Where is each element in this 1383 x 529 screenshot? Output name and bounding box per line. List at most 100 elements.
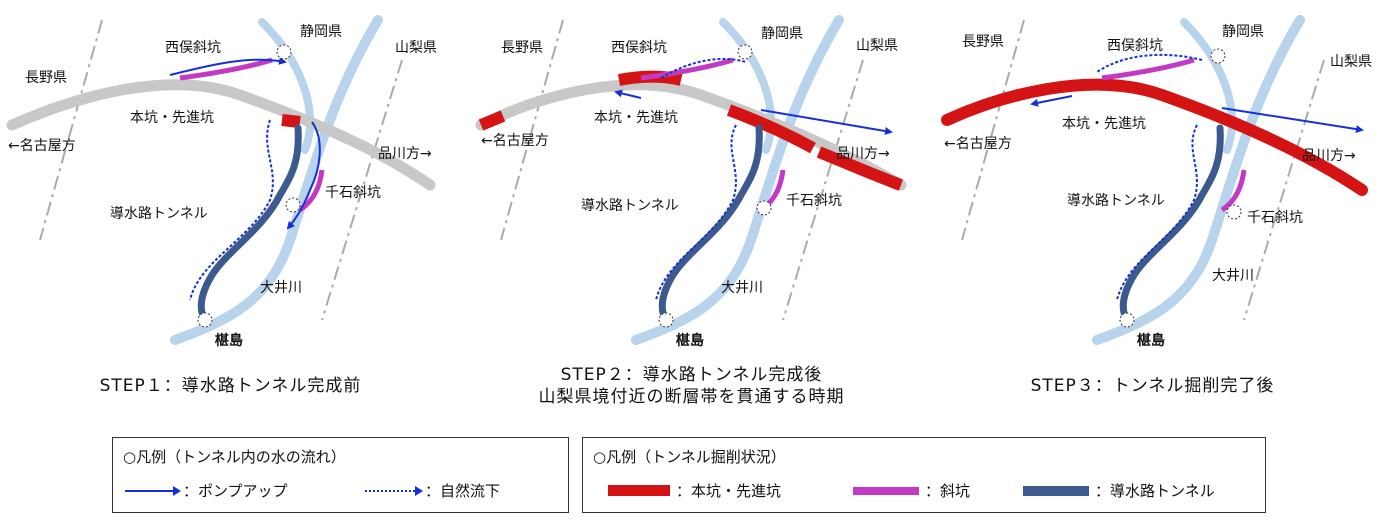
legend-conduit-label: ：導水路トンネル [1095,482,1215,500]
label-shizuoka: 静岡県 [1222,24,1264,40]
oi-river [170,15,383,345]
label-nishimata: 西俣斜坑 [165,40,221,56]
step3-diagram: 長野県 西俣斜坑 静岡県 山梨県 ←名古屋方 本坑・先進坑 品川方→ 千石斜坑 … [941,15,1372,349]
boundary-nagano-shizuoka [39,19,103,241]
step3-caption-line: STEP３：トンネル掘削完了後 [1030,376,1275,396]
label-honko: 本坑・先進坑 [130,110,214,126]
natural-flow-2 [1116,124,1198,301]
boundary-shizuoka-yamanashi [1243,59,1325,321]
label-sawara: 椹島 [214,332,243,349]
step2-diagram: 長野県 西俣斜坑 静岡県 山梨県 ←名古屋方 本坑・先進坑 品川方→ 千石斜坑 … [475,15,907,349]
senmai-shaft [298,169,325,213]
label-nishimata: 西俣斜坑 [611,40,667,56]
conduit-tunnel [658,124,763,324]
legend-natural-label: ：自然流下 [425,482,501,500]
label-nagoya: ←名古屋方 [944,136,1012,152]
legend-flow-title: ○凡例（トンネル内の水の流れ） [123,448,346,466]
label-oi: 大井川 [260,280,302,296]
natural-flow-2 [655,124,737,301]
step1-diagram: 長野県 西俣斜坑 静岡県 山梨県 ←名古屋方 本坑・先進坑 品川方→ 千石斜坑 … [6,15,437,349]
boundary-nagano-shizuoka [961,19,1025,241]
natural-flow-1 [660,57,747,79]
step1-caption: STEP１：導水路トンネル完成前 [0,375,461,397]
main-tunnel-excavated [941,78,1368,196]
pump-flow-1 [1221,107,1364,134]
label-nagano: 長野県 [501,40,543,56]
shaft-entrance-1 [1210,48,1226,64]
label-nagoya: ←名古屋方 [481,133,549,149]
natural-flow-arrow-icon [365,485,423,496]
shaft-entrance-2 [756,200,772,216]
label-nagoya: ←名古屋方 [8,138,76,154]
sawara-point [1119,312,1135,328]
main-tunnel-swatch [608,485,670,496]
main-tunnel-excavated-far-east [816,146,903,191]
label-honko: 本坑・先進坑 [1062,116,1146,132]
pump-flow-1 [760,109,893,135]
legend-inclined-item: ：斜坑 [853,480,970,501]
legend-main-item: ：本坑・先進坑 [608,480,781,501]
natural-flow-1 [1096,53,1203,73]
legend-main-label: ：本坑・先進坑 [676,482,782,500]
river-branch [258,18,314,154]
label-nagano: 長野県 [25,70,67,86]
boundary-nagano-shizuoka [500,19,564,241]
legend-pump-label: ：ポンプアップ [183,482,288,500]
conduit-swatch [1023,485,1089,496]
step2-caption: STEP２：導水路トンネル完成後 山梨県境付近の断層帯を貫通する時期 [461,364,922,408]
pump-flow-2 [614,89,642,99]
label-sawara: 椹島 [675,332,704,349]
step2-caption-line1: STEP２：導水路トンネル完成後 [560,365,823,385]
step2-caption-line2: 山梨県境付近の断層帯を貫通する時期 [538,387,845,407]
label-nagano: 長野県 [962,34,1004,50]
step2-panel: 長野県 西俣斜坑 静岡県 山梨県 ←名古屋方 本坑・先進坑 品川方→ 千石斜坑 … [461,0,922,420]
label-yamanashi: 山梨県 [1330,54,1372,70]
label-nishimata: 西俣斜坑 [1107,38,1163,54]
conduit-tunnel [1119,124,1224,324]
label-senmai: 千石斜坑 [325,185,381,201]
legend-conduit-item: ：導水路トンネル [1023,480,1215,501]
label-shinagawa: 品川方→ [1302,148,1356,164]
main-tunnel-excavated [281,114,301,128]
label-oi: 大井川 [721,280,763,296]
boundary-shizuoka-yamanashi [782,59,864,321]
label-sawara: 椹島 [1136,332,1165,349]
conduit-tunnel [197,124,302,324]
step1-panel: 長野県 西俣斜坑 静岡県 山梨県 ←名古屋方 本坑・先進坑 品川方→ 千石斜坑 … [0,0,461,420]
label-senmai: 千石斜坑 [786,193,842,209]
label-dosuiro: 導水路トンネル [1067,193,1165,209]
step3-panel: 長野県 西俣斜坑 静岡県 山梨県 ←名古屋方 本坑・先進坑 品川方→ 千石斜坑 … [922,0,1383,420]
label-oi: 大井川 [1212,268,1254,284]
nishimata-shaft [1101,57,1195,81]
river-branch [1180,18,1236,154]
step1-caption-line: STEP１：導水路トンネル完成前 [99,376,362,396]
inclined-shaft-swatch [853,486,919,495]
legend-inclined-label: ：斜坑 [925,482,971,500]
step3-caption: STEP３：トンネル掘削完了後 [922,375,1383,397]
label-yamanashi: 山梨県 [856,38,898,54]
sawara-point [658,312,674,328]
label-dosuiro: 導水路トンネル [581,198,679,214]
legend-excavation-title: ○凡例（トンネル掘削状況） [593,448,786,466]
pump-arrow-icon [125,485,181,496]
label-shizuoka: 静岡県 [761,26,803,42]
main-tunnel [6,79,436,191]
pump-flow-1 [169,56,287,76]
main-tunnel [475,79,907,191]
main-tunnel-excavated-east [726,104,816,154]
main-tunnel-excavated-west [478,110,506,131]
label-yamanashi: 山梨県 [395,40,437,56]
label-shinagawa: 品川方→ [836,146,890,162]
legend-excavation: ○凡例（トンネル掘削状況） ：本坑・先進坑 ：斜坑 ：導水路トンネル [582,437,1266,513]
legend-natural-item: ：自然流下 [363,480,500,501]
legend-pump-item: ：ポンプアップ [123,480,288,501]
pump-flow-2 [286,121,321,230]
shaft-entrance-1 [737,44,753,60]
boundary-shizuoka-yamanashi [321,59,403,321]
shaft-entrance-1 [276,44,292,60]
label-dosuiro: 導水路トンネル [110,206,208,222]
senmai-shaft [1220,169,1247,213]
legend-flow: ○凡例（トンネル内の水の流れ） ：ポンプアップ ：自然流下 [112,437,569,513]
label-honko: 本坑・先進坑 [594,110,678,126]
river-branch [719,18,775,154]
